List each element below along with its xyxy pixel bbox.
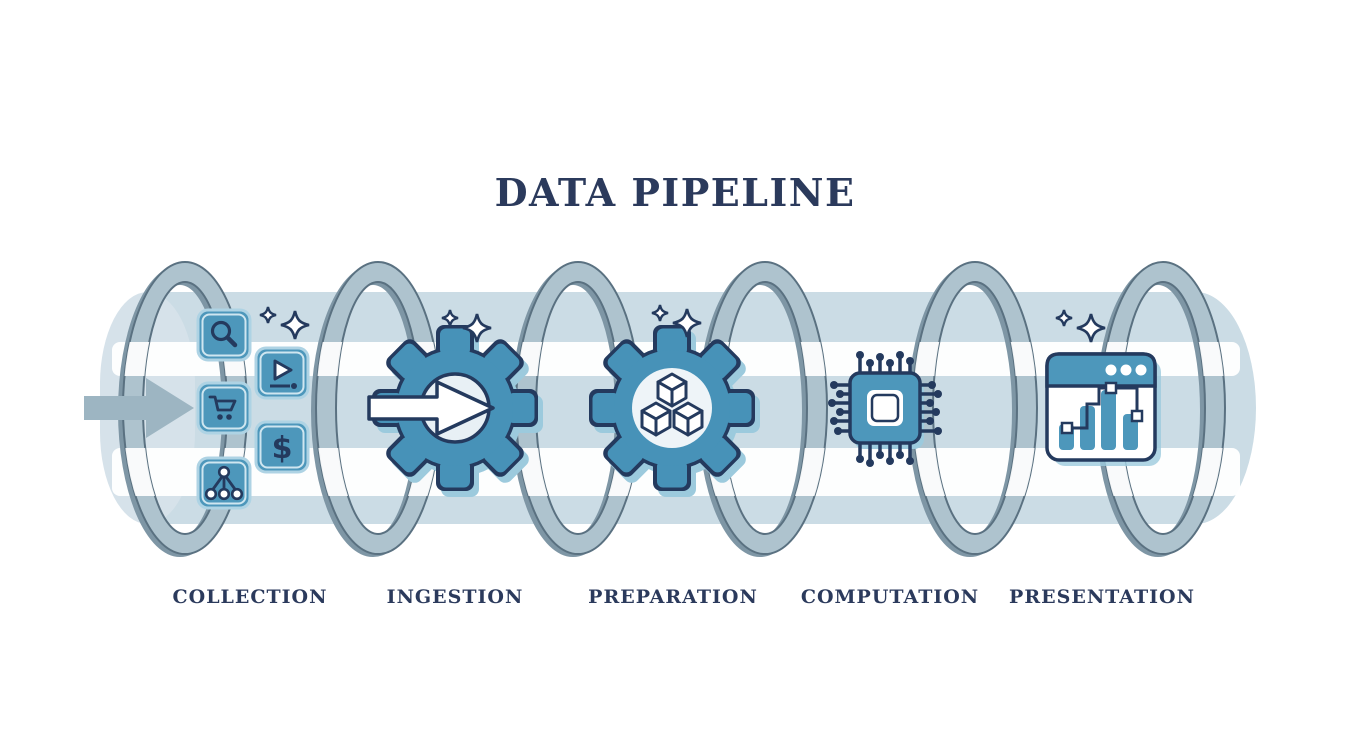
svg-text:$: $ xyxy=(272,431,293,466)
shopping-cart-icon xyxy=(196,381,252,435)
data-source-tiles-icon: $ xyxy=(196,308,310,510)
window-titlebar xyxy=(1045,352,1157,388)
line-nodes xyxy=(1060,381,1144,435)
stepped-line xyxy=(1067,386,1139,430)
gear-with-cubes-icon xyxy=(589,325,760,497)
stage-label-computation: COMPUTATION xyxy=(800,586,980,608)
flow-arrow-icon xyxy=(84,378,194,438)
sparkle-icon-collection xyxy=(258,305,311,341)
stage-label-presentation: PRESENTATION xyxy=(1009,586,1195,608)
sparkle-icon-ingestion xyxy=(440,308,493,344)
stage-label-collection: COLLECTION xyxy=(172,586,328,608)
search-icon xyxy=(196,308,252,362)
stage-label-ingestion: INGESTION xyxy=(386,586,524,608)
analytics-window-icon xyxy=(1045,352,1161,466)
dollar-icon: $ xyxy=(254,420,310,474)
sparkle-icon-presentation xyxy=(1054,308,1107,344)
stage-label-preparation: PREPARATION xyxy=(588,586,758,608)
gear-with-arrow-icon xyxy=(367,325,543,497)
hierarchy-icon xyxy=(196,456,252,510)
play-video-icon xyxy=(254,346,310,400)
ingest-arrow-icon xyxy=(367,380,495,436)
cpu-chip-icon xyxy=(828,351,942,467)
page-title: DATA PIPELINE xyxy=(494,170,856,215)
sparkle-icon-preparation xyxy=(650,303,703,339)
pipe-ring-5 xyxy=(908,261,1039,558)
pipe-ring-6 xyxy=(1096,261,1227,558)
